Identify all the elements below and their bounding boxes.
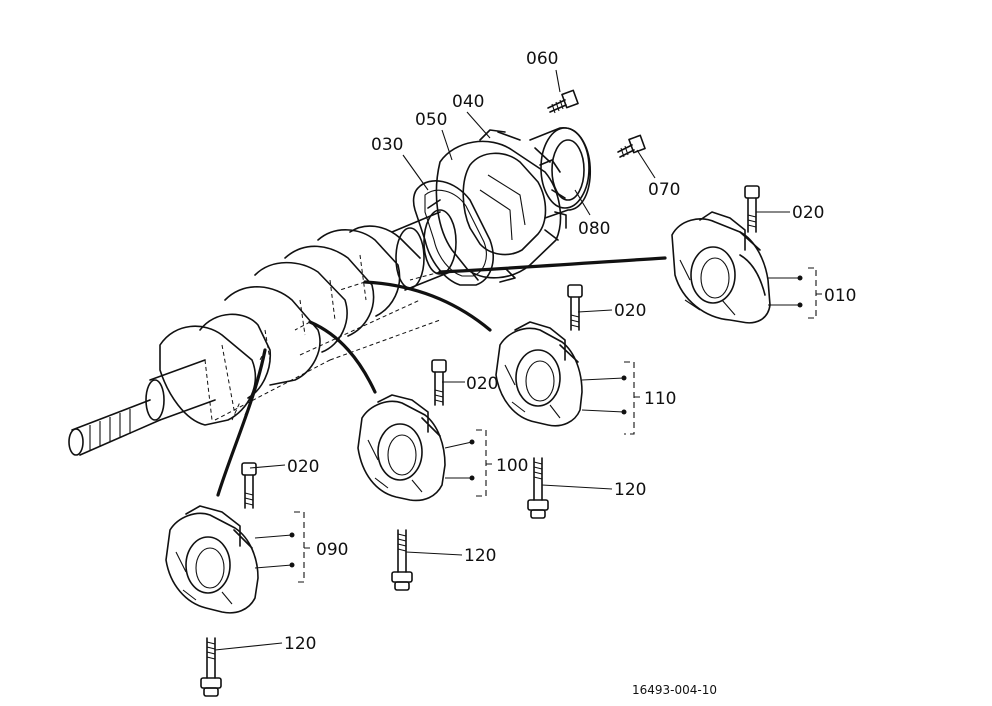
label-120-center: 120 [464,546,496,566]
bolt-120-center [391,529,413,591]
crankshaft [68,209,457,456]
bolt-120-mid [527,457,549,519]
label-070: 070 [648,180,680,200]
bolt-020-center [431,359,447,406]
bearing-case-100 [357,394,446,502]
assembly-arrows [216,256,667,497]
label-060: 060 [526,49,558,69]
oil-seal-case-040 [427,129,567,283]
label-020-top-right: 020 [792,203,824,223]
label-120-left: 120 [284,634,316,654]
label-120-mid: 120 [614,480,646,500]
label-110: 110 [644,389,676,409]
oil-seal-080 [529,127,591,219]
label-040: 040 [452,92,484,112]
label-020-mid: 020 [614,301,646,321]
bearing-case-110 [495,321,583,427]
bolt-070 [617,134,646,158]
gasket-030 [412,180,494,286]
bolt-020-mid [567,284,583,331]
label-080: 080 [578,219,610,239]
drawing-number: 16493-004-10 [632,683,717,697]
label-020-center: 020 [466,374,498,394]
label-030: 030 [371,135,403,155]
label-020-left: 020 [287,457,319,477]
label-010: 010 [824,286,856,306]
bolt-120-left [200,637,222,697]
label-090: 090 [316,540,348,560]
bolt-020-left [241,462,257,509]
bearing-case-090 [165,505,259,614]
label-100: 100 [496,456,528,476]
bolt-020-top-right [744,185,760,233]
label-050: 050 [415,110,447,130]
leaders [214,69,822,651]
bolt-060 [547,89,579,114]
